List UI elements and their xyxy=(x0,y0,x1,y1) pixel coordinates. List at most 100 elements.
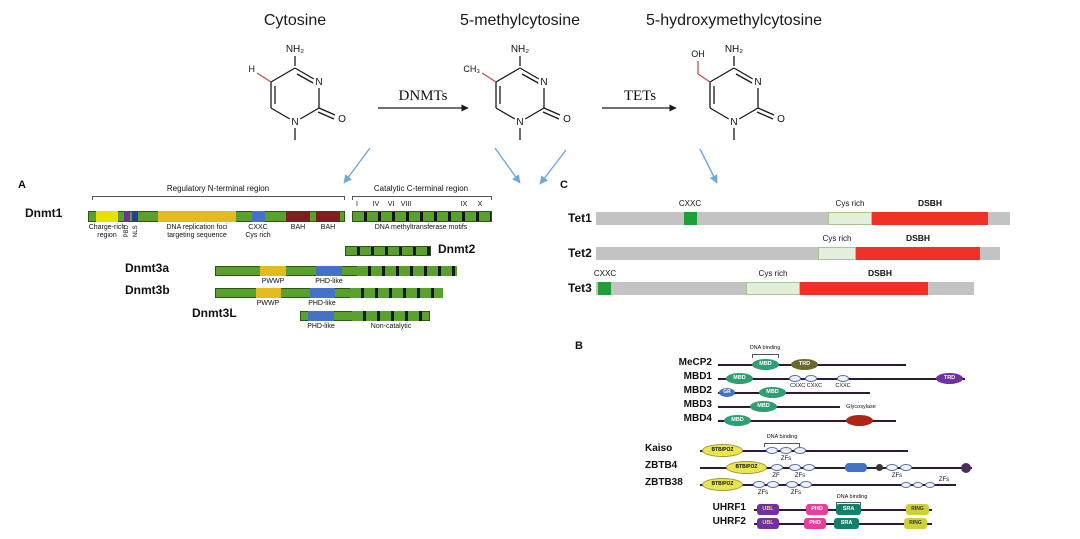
dnmt1-cxxc-domain xyxy=(252,211,265,222)
uhrf2-sra-domain-text: SRA xyxy=(840,519,853,526)
mbd1-mbd-domain-text: MBD xyxy=(733,374,746,381)
kaiso-zf2 xyxy=(780,447,792,454)
dnmt1-replication-foci-domain xyxy=(158,211,236,222)
zbtb4-dot xyxy=(876,464,883,471)
n1-label: N xyxy=(730,117,737,128)
mecp2-label: MeCP2 xyxy=(678,357,712,368)
kaiso-zf3 xyxy=(794,447,806,454)
regulatory-region-bracket xyxy=(92,196,345,200)
zbtb4-e-domain xyxy=(845,463,867,472)
molecule-name-5-methylcytosine: 5-methylcytosine xyxy=(459,12,581,29)
uhrf1-ring-domain-text: RING xyxy=(911,506,924,512)
zbtb38-zf3 xyxy=(786,481,798,488)
uhrf2-label: UHRF2 xyxy=(712,516,746,527)
zbtb38-zf4 xyxy=(800,481,812,488)
kaiso-zf1 xyxy=(766,447,778,454)
dnmt3a-phd-label: PHD-like xyxy=(315,278,343,285)
cxxc-cys-rich-label: CXXC Cys rich xyxy=(245,224,271,239)
motif-ix-label: IX xyxy=(460,201,468,208)
dnmt3l-label: Dnmt3L xyxy=(192,306,237,320)
mbd1-zf3 xyxy=(837,375,849,382)
charge-rich-label: Charge-rich region xyxy=(88,224,126,239)
uhrf2-ubl-domain: UBL xyxy=(757,518,779,529)
molecule-name-5-hydroxymethylcytosine: 5-hydroxymethylcytosine xyxy=(645,12,823,29)
catalytic-region-header: Catalytic C-terminal region xyxy=(373,184,469,193)
tet2-label: Tet2 xyxy=(568,246,592,260)
mecp2-dna-binding-label: DNA binding xyxy=(749,345,781,351)
mbd1-cxxc-labels: CXXC CXXC xyxy=(789,383,823,389)
motif-iv-label: IV xyxy=(372,201,380,208)
oxygen-label: O xyxy=(777,114,785,125)
dnmt1-label: Dnmt1 xyxy=(25,206,63,220)
zbtb38-zfs-label1: ZFs xyxy=(757,490,769,496)
mbd2-label: MBD2 xyxy=(683,385,712,396)
mbd2-gr-domain: GR xyxy=(719,388,735,397)
mbd4-backbone xyxy=(718,420,896,422)
kaiso-dna-binding-bracket xyxy=(764,443,800,447)
mbd4-glycosylase-domain xyxy=(846,415,873,426)
tet1-dsbh-label: DSBH xyxy=(917,198,943,208)
mbd4-label: MBD4 xyxy=(683,413,712,424)
uhrf1-sra-domain-text: SRA xyxy=(842,505,855,512)
dnmt2-label: Dnmt2 xyxy=(438,242,476,256)
dnmt3a-pwwp-domain xyxy=(260,266,286,276)
dnmt1-pbd-domain xyxy=(124,211,130,222)
zbtb4-zfs-label2: ZFs xyxy=(891,473,903,479)
tets-label: TETs xyxy=(623,88,657,104)
mbd3-mbd-domain-text: MBD xyxy=(757,402,770,409)
regulatory-region-header: Regulatory N-terminal region xyxy=(166,184,270,193)
zbtb38-zf6 xyxy=(913,482,923,488)
mbd1-zf2 xyxy=(805,375,817,382)
amine-label: NH₂ xyxy=(725,44,743,55)
dnmt1-charge-rich-domain xyxy=(96,211,118,222)
nls-label: NLS xyxy=(132,225,139,238)
mecp2-mbd-domain: MBD xyxy=(752,359,779,370)
molecule-name-cytosine: Cytosine xyxy=(263,12,327,29)
substituent-label: CH₃ xyxy=(463,64,480,74)
zbtb4-label: ZBTB4 xyxy=(645,460,678,471)
dnmt3b-pwwp-domain xyxy=(256,288,281,298)
dnmt3a-label: Dnmt3a xyxy=(125,261,170,275)
tet1-cxxc-label: CXXC xyxy=(678,199,702,208)
mecp2-trd-domain: TRD xyxy=(791,359,818,370)
uhrf1-dna-binding-label: DNA binding xyxy=(836,494,868,500)
tet3-cxxc-domain xyxy=(598,282,611,295)
motif-x-label: X xyxy=(477,201,483,208)
dnmt3l-catalytic-region xyxy=(352,311,422,321)
mbd2-mbd-domain-text: MBD xyxy=(766,388,779,395)
zbtb4-zf3 xyxy=(803,464,815,471)
zbtb4-zfs-label1: ZFs xyxy=(794,473,806,479)
kaiso-btb-poz-domain: BTB/POZ xyxy=(702,444,743,457)
tet3-cys-rich-label: Cys rich xyxy=(758,269,788,278)
dnmt1-nls-domain xyxy=(132,211,138,222)
pbd-label: PBD xyxy=(123,225,130,238)
tet1-cxxc-domain xyxy=(684,212,697,225)
bah2-label: BAH xyxy=(320,224,336,231)
zbtb38-zfs-label2: ZFs xyxy=(790,490,802,496)
mbd2-mbd-domain: MBD xyxy=(759,387,786,398)
uhrf1-ubl-domain: UBL xyxy=(757,504,779,515)
mecp2-dna-binding-bracket xyxy=(752,354,779,358)
zbtb4-zf4 xyxy=(886,464,898,471)
dnmt3b-pwwp-label: PWWP xyxy=(256,300,280,307)
mecp2-trd-domain-text: TRD xyxy=(798,360,811,367)
dnmt3b-catalytic-region xyxy=(350,288,443,298)
uhrf2-ring-domain-text: RING xyxy=(909,520,922,526)
kaiso-label: Kaiso xyxy=(645,443,673,454)
mbd1-label: MBD1 xyxy=(683,371,712,382)
n1-label: N xyxy=(291,117,298,128)
n3-label: N xyxy=(754,77,761,88)
dnmt3a-pwwp-label: PWWP xyxy=(261,278,285,285)
zbtb4-zf-label: ZF xyxy=(772,473,780,479)
mbd3-label: MBD3 xyxy=(683,399,712,410)
uhrf1-sra-domain: SRA xyxy=(836,504,861,515)
tet1-cys-rich-domain xyxy=(828,212,872,225)
zbtb38-label: ZBTB38 xyxy=(645,477,683,488)
dnmt3a-catalytic-region xyxy=(357,266,457,276)
mbd1-trd-domain: TRD xyxy=(936,373,963,384)
tet3-dsbh-domain xyxy=(800,282,928,295)
zbtb38-backbone xyxy=(700,484,956,486)
